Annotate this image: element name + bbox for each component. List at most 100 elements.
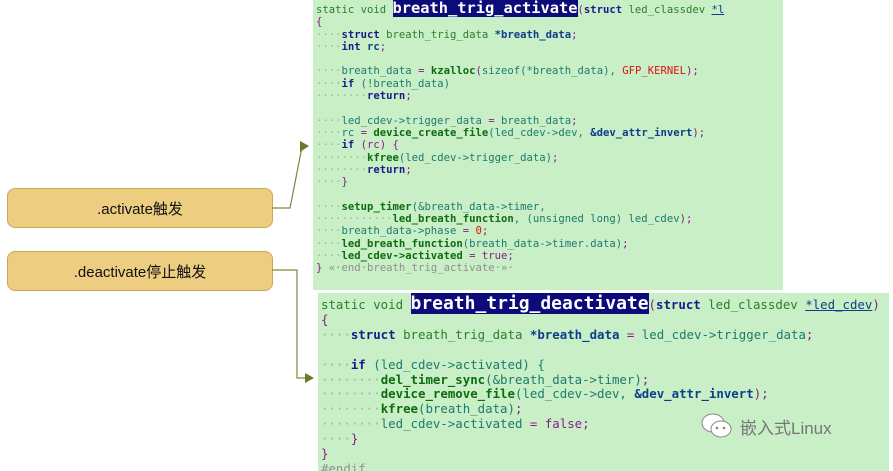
code-token: device_remove_file bbox=[380, 386, 515, 402]
code-token: ········ bbox=[316, 151, 368, 164]
code-token: struct bbox=[350, 326, 404, 342]
code-token: ···· bbox=[316, 65, 342, 78]
code-token: ; bbox=[552, 151, 559, 164]
code-token: ; bbox=[379, 40, 387, 53]
code-token: *l bbox=[711, 4, 725, 16]
code-token: ) bbox=[872, 297, 880, 312]
code-token: = bbox=[462, 225, 476, 238]
code-token: } bbox=[350, 431, 359, 447]
code-token: { bbox=[316, 16, 323, 29]
code-token: return bbox=[367, 90, 406, 103]
code-line: ········del_timer_sync(&breath_data->tim… bbox=[318, 371, 889, 388]
code-line: ····if (rc) { bbox=[313, 139, 783, 151]
code-token: breath_trig_activate bbox=[392, 0, 578, 17]
code-token bbox=[316, 102, 322, 114]
code-line: ····led_cdev->trigger_data = breath_data… bbox=[313, 115, 783, 127]
code-token: rc bbox=[341, 126, 361, 139]
code-token: struct bbox=[656, 297, 709, 312]
code-token: ); bbox=[753, 386, 769, 402]
code-token: = bbox=[626, 326, 642, 342]
code-token: ········ bbox=[321, 416, 381, 432]
code-token: true bbox=[481, 249, 508, 262]
code-token: device_create_file bbox=[373, 126, 489, 139]
code-line: ····setup_timer(&breath_data->timer, bbox=[313, 201, 783, 213]
code-token: void bbox=[373, 297, 411, 312]
code-token: *breath_data bbox=[529, 326, 627, 342]
code-token: } bbox=[316, 262, 323, 275]
code-token: ···· bbox=[321, 326, 351, 342]
code-token: ; bbox=[405, 163, 412, 176]
code-token: static bbox=[321, 297, 374, 312]
code-token: ; bbox=[514, 401, 523, 417]
code-token: } bbox=[341, 176, 348, 189]
code-token: = bbox=[529, 416, 545, 432]
watermark-text: 嵌入式Linux bbox=[740, 418, 832, 438]
code-token: 0 bbox=[475, 225, 482, 238]
code-token: led_breath_function bbox=[341, 237, 463, 250]
code-line: ····breath_data = kzalloc(sizeof(*breath… bbox=[313, 65, 783, 77]
code-token: (&breath_data->timer) bbox=[485, 371, 642, 387]
code-token: ); bbox=[679, 213, 693, 226]
code-token: = bbox=[360, 126, 374, 139]
code-line: ····rc = device_create_file(led_cdev->de… bbox=[313, 127, 783, 139]
code-token: ········ bbox=[316, 163, 368, 176]
deactivate-label: .deactivate停止触发 bbox=[7, 251, 273, 291]
wechat-icon bbox=[701, 413, 732, 438]
code-token: led_cdev->activated bbox=[341, 249, 470, 262]
arrow-deactivate bbox=[272, 269, 306, 379]
code-line: } bbox=[318, 446, 889, 462]
code-token: if bbox=[350, 356, 374, 372]
watermark: 嵌入式Linux bbox=[700, 412, 832, 440]
code-token: kfree bbox=[380, 401, 418, 417]
code-line: ····led_breath_function(breath_data->tim… bbox=[313, 238, 783, 250]
code-line: ····breath_data->phase = 0; bbox=[313, 225, 783, 237]
code-token: ········ bbox=[321, 401, 381, 417]
code-line: ········kfree(led_cdev->trigger_data); bbox=[313, 152, 783, 164]
code-token: breath_data bbox=[341, 65, 419, 78]
code-token: rc bbox=[367, 40, 380, 53]
code-token: ···· bbox=[316, 40, 342, 53]
code-token: led_breath_function bbox=[392, 213, 514, 226]
code-line: ····} bbox=[313, 176, 783, 188]
code-token: (!breath_data) bbox=[360, 77, 450, 90]
code-token: ; bbox=[622, 237, 629, 250]
code-line: ········led_cdev->activated = false; bbox=[318, 416, 889, 432]
code-line bbox=[313, 102, 783, 114]
code-token: breath_data bbox=[500, 114, 572, 127]
activate-label: .activate触发 bbox=[7, 188, 273, 228]
code-token: = bbox=[418, 65, 431, 78]
code-line: ········return; bbox=[313, 164, 783, 176]
code-token: led_cdev->trigger_data bbox=[341, 114, 489, 127]
arrow-head-activate bbox=[300, 141, 309, 152]
code-token: ···· bbox=[316, 176, 342, 189]
code-panel-activate: static void breath_trig_activate(struct … bbox=[313, 0, 783, 290]
code-token: (led_cdev->activated) { bbox=[373, 356, 545, 372]
code-line: ····int rc; bbox=[313, 41, 783, 53]
code-token: ; bbox=[571, 28, 578, 41]
code-line: ········device_remove_file(led_cdev->dev… bbox=[318, 386, 889, 402]
code-token: breath_data->phase bbox=[341, 225, 463, 238]
code-token: ···· bbox=[316, 249, 342, 262]
code-token: ············ bbox=[316, 213, 393, 226]
code-token: ; bbox=[641, 371, 650, 387]
code-token: ···· bbox=[316, 237, 342, 250]
code-token: &dev_attr_invert bbox=[634, 386, 754, 402]
arrow-activate bbox=[272, 146, 303, 209]
code-line: } «·end·breath_trig_activate·»· bbox=[313, 262, 783, 274]
code-token: &dev_attr_invert bbox=[590, 126, 693, 139]
code-token: breath_trig_data bbox=[386, 28, 495, 41]
code-line: ····} bbox=[318, 431, 889, 447]
code-token: (led_cdev->trigger_data) bbox=[398, 151, 552, 164]
code-line: ········kfree(breath_data); bbox=[318, 401, 889, 417]
code-token: static bbox=[316, 4, 361, 16]
code-token: ( bbox=[475, 65, 482, 78]
code-token: (rc) { bbox=[360, 139, 399, 152]
code-line: ····led_cdev->activated = true; bbox=[313, 250, 783, 262]
code-token: ); bbox=[692, 126, 706, 139]
code-line: static void breath_trig_deactivate(struc… bbox=[318, 293, 889, 314]
code-token: (*breath_data), bbox=[520, 65, 623, 78]
code-line: ····if (!breath_data) bbox=[313, 78, 783, 90]
code-token: setup_timer bbox=[341, 200, 412, 213]
code-token: } bbox=[321, 446, 329, 462]
code-token: ···· bbox=[321, 356, 351, 372]
